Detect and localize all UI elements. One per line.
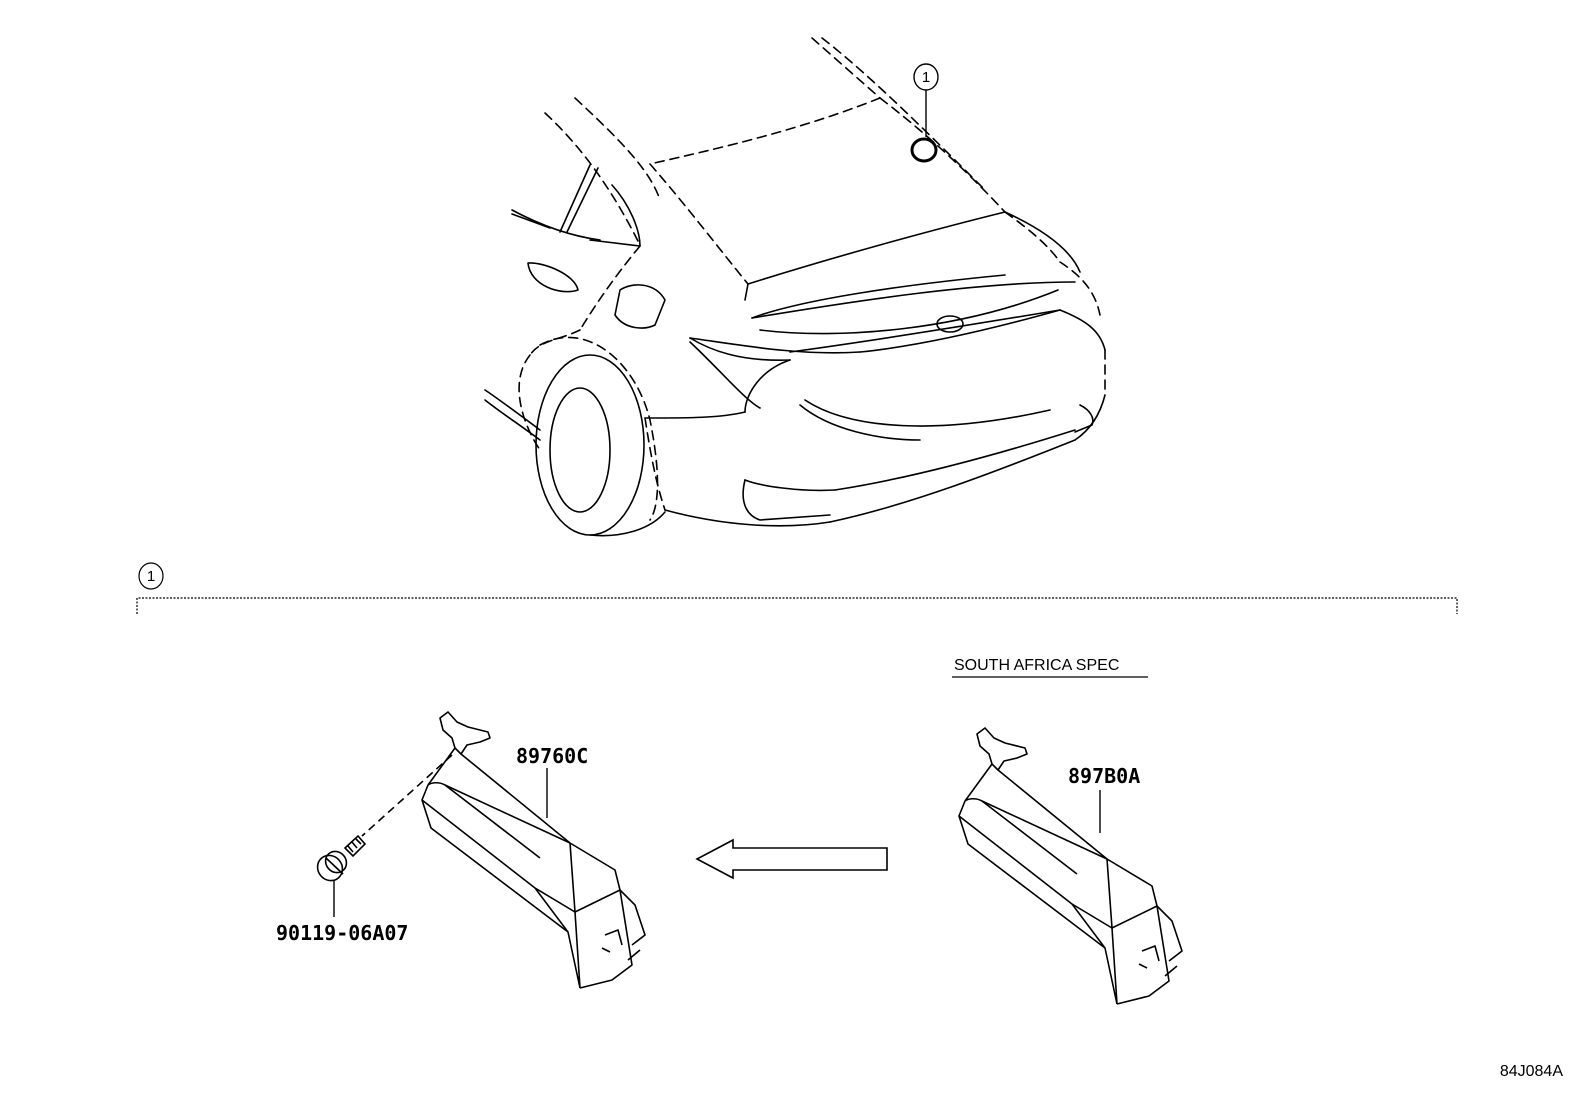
module-standard-drawing: [421, 711, 646, 989]
car-location-callout: [910, 63, 939, 163]
module-south-africa-drawing: [958, 727, 1183, 1005]
illustration-reference-code: 84J084A: [1500, 1063, 1563, 1080]
replacement-arrow-icon: [695, 838, 888, 880]
part-label-module-standard: 89760C: [516, 744, 588, 768]
car-rear-illustration: [484, 37, 1106, 537]
part-label-bolt: 90119-06A07: [276, 921, 408, 945]
section-bracket-line: [136, 597, 1458, 614]
bolt-install-path: [361, 754, 453, 837]
sensor-location-marker: [910, 137, 938, 163]
callout-number-top: 1: [922, 69, 930, 86]
part-label-module-south-africa: 897B0A: [1068, 764, 1140, 788]
section-bracket: [136, 562, 1458, 614]
section-callout-circle: [138, 562, 164, 590]
bolt-drawing: [316, 754, 453, 882]
callout-number-section: 1: [147, 568, 155, 585]
south-africa-spec-label: SOUTH AFRICA SPEC: [954, 657, 1119, 674]
